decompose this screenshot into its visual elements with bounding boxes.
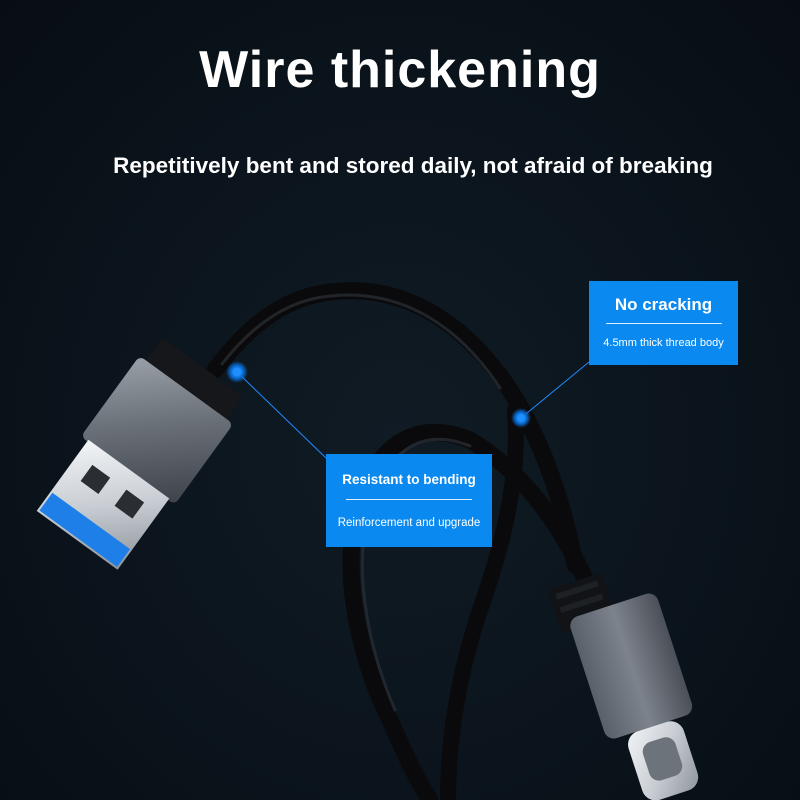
callout-title: No cracking <box>614 295 713 314</box>
marker-dot-b <box>511 408 531 428</box>
headline: Wire thickening <box>199 41 601 99</box>
callout-resistant-to-bending: Resistant to bending Reinforcement and u… <box>326 454 492 547</box>
callout-title: Resistant to bending <box>342 472 476 487</box>
cable-right-strand <box>440 402 524 800</box>
cable-main-loop <box>206 282 584 574</box>
usb-c-connector <box>548 573 699 800</box>
callout-detail: Reinforcement and upgrade <box>337 517 481 529</box>
callout-divider <box>605 323 722 324</box>
marker-dot-a <box>226 361 248 383</box>
usb-a-connector <box>36 339 242 570</box>
callout-no-cracking: No cracking 4.5mm thick thread body <box>589 281 738 365</box>
tagline: Repetitively bent and stored daily, not … <box>113 153 713 178</box>
callout-divider <box>346 499 472 500</box>
callout-detail: 4.5mm thick thread body <box>603 337 724 349</box>
